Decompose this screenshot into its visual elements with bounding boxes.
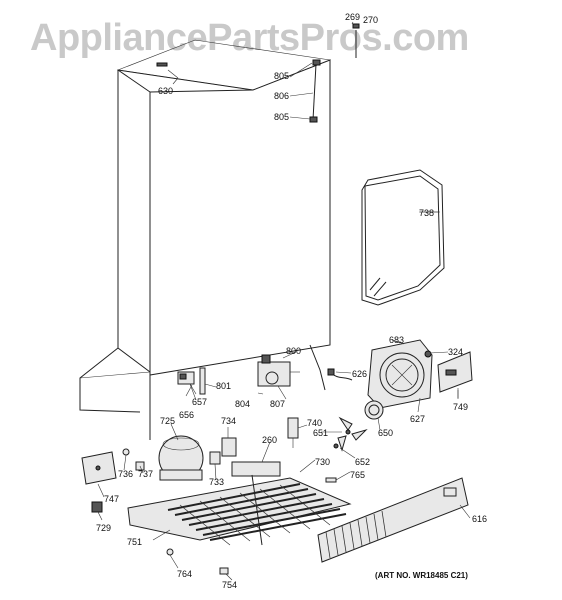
fan-blade-drawing	[333, 416, 368, 452]
callout-650: 650	[378, 428, 393, 438]
fan-motor-drawing	[364, 400, 384, 420]
callout-630: 630	[158, 86, 173, 96]
water-valve-drawing	[257, 351, 300, 387]
callout-804: 804	[235, 399, 250, 409]
art-number: (ART NO. WR18485 C21)	[375, 571, 468, 580]
callout-734: 734	[221, 416, 236, 426]
callout-733: 733	[209, 477, 224, 487]
callout-754: 754	[222, 580, 237, 590]
callout-765: 765	[350, 470, 365, 480]
callout-725: 725	[160, 416, 175, 426]
drain-tube-drawing	[289, 59, 321, 123]
callout-736: 736	[118, 469, 133, 479]
condenser-base-drawing	[127, 461, 352, 546]
fan-shroud-drawing	[367, 339, 433, 409]
callout-805-top: 805	[274, 71, 289, 81]
callout-737: 737	[138, 469, 153, 479]
callout-labels: 269 270 805 806 805 630 738 683 324 800 …	[96, 12, 487, 590]
overload-drawing	[209, 451, 221, 465]
callout-652: 652	[355, 457, 370, 467]
callout-616: 616	[472, 514, 487, 524]
callout-740: 740	[307, 418, 322, 428]
callout-626: 626	[352, 369, 367, 379]
part-764-drawing	[166, 548, 174, 556]
part-765-drawing	[325, 477, 337, 483]
capacitor-drawing	[221, 437, 237, 457]
thermostat-drawing	[287, 417, 299, 448]
tube-801-drawing	[199, 367, 206, 395]
callout-806: 806	[274, 91, 289, 101]
cabinet-drawing	[79, 39, 332, 440]
callout-657: 657	[192, 397, 207, 407]
callout-260: 260	[262, 435, 277, 445]
callout-807: 807	[270, 399, 285, 409]
part-754-drawing	[219, 567, 229, 575]
part-729-drawing	[91, 501, 103, 513]
callout-764: 764	[177, 569, 192, 579]
callout-801: 801	[216, 381, 231, 391]
callout-751: 751	[127, 537, 142, 547]
callout-627: 627	[410, 414, 425, 424]
callout-324: 324	[448, 347, 463, 357]
callout-749: 749	[453, 402, 468, 412]
callout-270: 270	[363, 15, 378, 25]
callout-683: 683	[389, 335, 404, 345]
rear-grille-drawing	[317, 477, 469, 563]
callout-729: 729	[96, 523, 111, 533]
callout-656: 656	[179, 410, 194, 420]
bracket-drawing	[81, 451, 117, 485]
heater-loop-drawing	[361, 169, 445, 306]
relay-drawing	[177, 371, 197, 397]
callout-651: 651	[313, 428, 328, 438]
callout-805-bottom: 805	[274, 112, 289, 122]
control-board-drawing	[424, 350, 473, 398]
power-cord-drawing	[327, 368, 353, 381]
callout-269: 269	[345, 12, 360, 22]
leader-lines	[97, 77, 471, 581]
screw-drawing	[351, 21, 360, 58]
callout-730: 730	[315, 457, 330, 467]
compressor-drawing	[158, 435, 204, 481]
callout-800: 800	[286, 346, 301, 356]
grommet-drawing	[122, 448, 145, 471]
callout-738: 738	[419, 208, 434, 218]
callout-747: 747	[104, 494, 119, 504]
watermark-text: AppliancePartsPros.com	[30, 17, 469, 59]
